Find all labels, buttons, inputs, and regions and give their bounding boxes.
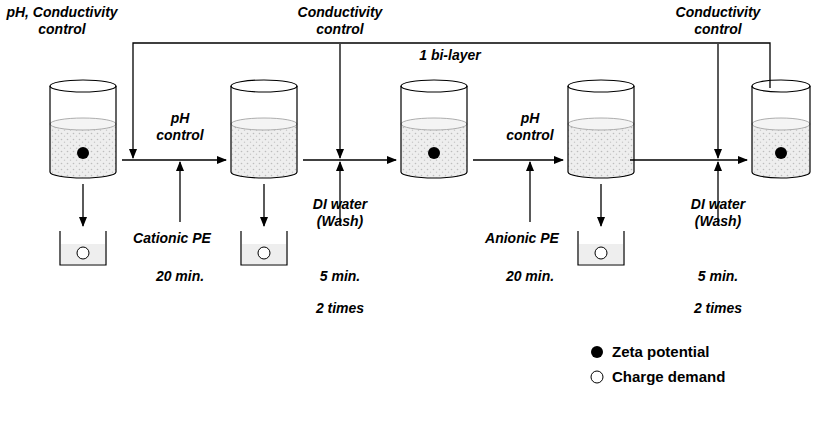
input-arrow <box>529 162 530 222</box>
flow-arrow <box>122 159 226 160</box>
beaker-rim <box>752 80 810 92</box>
sample-arrow <box>82 184 83 226</box>
beaker-wall <box>568 86 634 178</box>
beaker <box>231 80 297 178</box>
sample-arrow <box>263 184 264 226</box>
beaker-water <box>752 124 810 178</box>
step-label: 5 min. <box>305 268 375 285</box>
water-surface <box>50 118 116 130</box>
water-surface <box>401 118 467 130</box>
step-label: 20 min. <box>140 268 220 285</box>
step-label: 20 min. <box>490 268 570 285</box>
beaker <box>50 80 116 178</box>
step-label: DI water (Wash) <box>302 196 378 230</box>
legend-swatch <box>591 371 603 383</box>
sample-cup <box>241 231 287 265</box>
step-label: 1 bi-layer <box>405 47 495 64</box>
step-label: pH control <box>500 110 560 144</box>
flow-arrow <box>473 159 563 160</box>
step-label: 5 min. <box>683 268 753 285</box>
legend-text: Zeta potential <box>612 343 710 361</box>
beaker-rim <box>568 80 634 92</box>
step-label: pH, Conductivity control <box>0 4 125 38</box>
legend-text: Charge demand <box>612 368 725 386</box>
water-surface <box>568 118 634 130</box>
step-label: Conductivity control <box>668 4 768 38</box>
beaker <box>568 80 634 178</box>
water-surface <box>752 118 810 130</box>
beaker-rim <box>50 80 116 92</box>
control-arrow <box>339 44 340 158</box>
beaker-wall <box>752 86 810 178</box>
beaker-water <box>401 124 467 178</box>
step-label: 2 times <box>683 300 753 317</box>
legend-swatch <box>591 346 603 358</box>
sample-cup <box>60 231 106 265</box>
beaker-rim <box>231 80 297 92</box>
beaker-wall <box>50 86 116 178</box>
flow-arrow <box>630 159 747 160</box>
beaker-water <box>50 124 116 178</box>
beaker-wall <box>231 86 297 178</box>
beaker-rim <box>401 80 467 92</box>
beaker <box>752 80 810 178</box>
flow-arrow <box>303 159 396 160</box>
sample-cup <box>578 231 624 265</box>
step-label: Conductivity control <box>290 4 390 38</box>
zeta-dot <box>428 147 440 159</box>
input-arrow <box>179 162 180 222</box>
step-label: 2 times <box>305 300 375 317</box>
step-label: pH control <box>150 110 210 144</box>
beaker-wall <box>401 86 467 178</box>
zeta-dot <box>77 147 89 159</box>
step-label: Cationic PE <box>117 230 227 247</box>
zeta-dot <box>775 147 787 159</box>
bilayer-bracket <box>133 43 770 158</box>
step-label: Anionic PE <box>467 230 577 247</box>
step-label: DI water (Wash) <box>680 196 756 230</box>
beaker-water <box>231 124 297 178</box>
water-surface <box>231 118 297 130</box>
beaker <box>401 80 467 178</box>
control-arrow <box>717 44 718 158</box>
sample-arrow <box>600 184 601 226</box>
beaker-water <box>568 124 634 178</box>
